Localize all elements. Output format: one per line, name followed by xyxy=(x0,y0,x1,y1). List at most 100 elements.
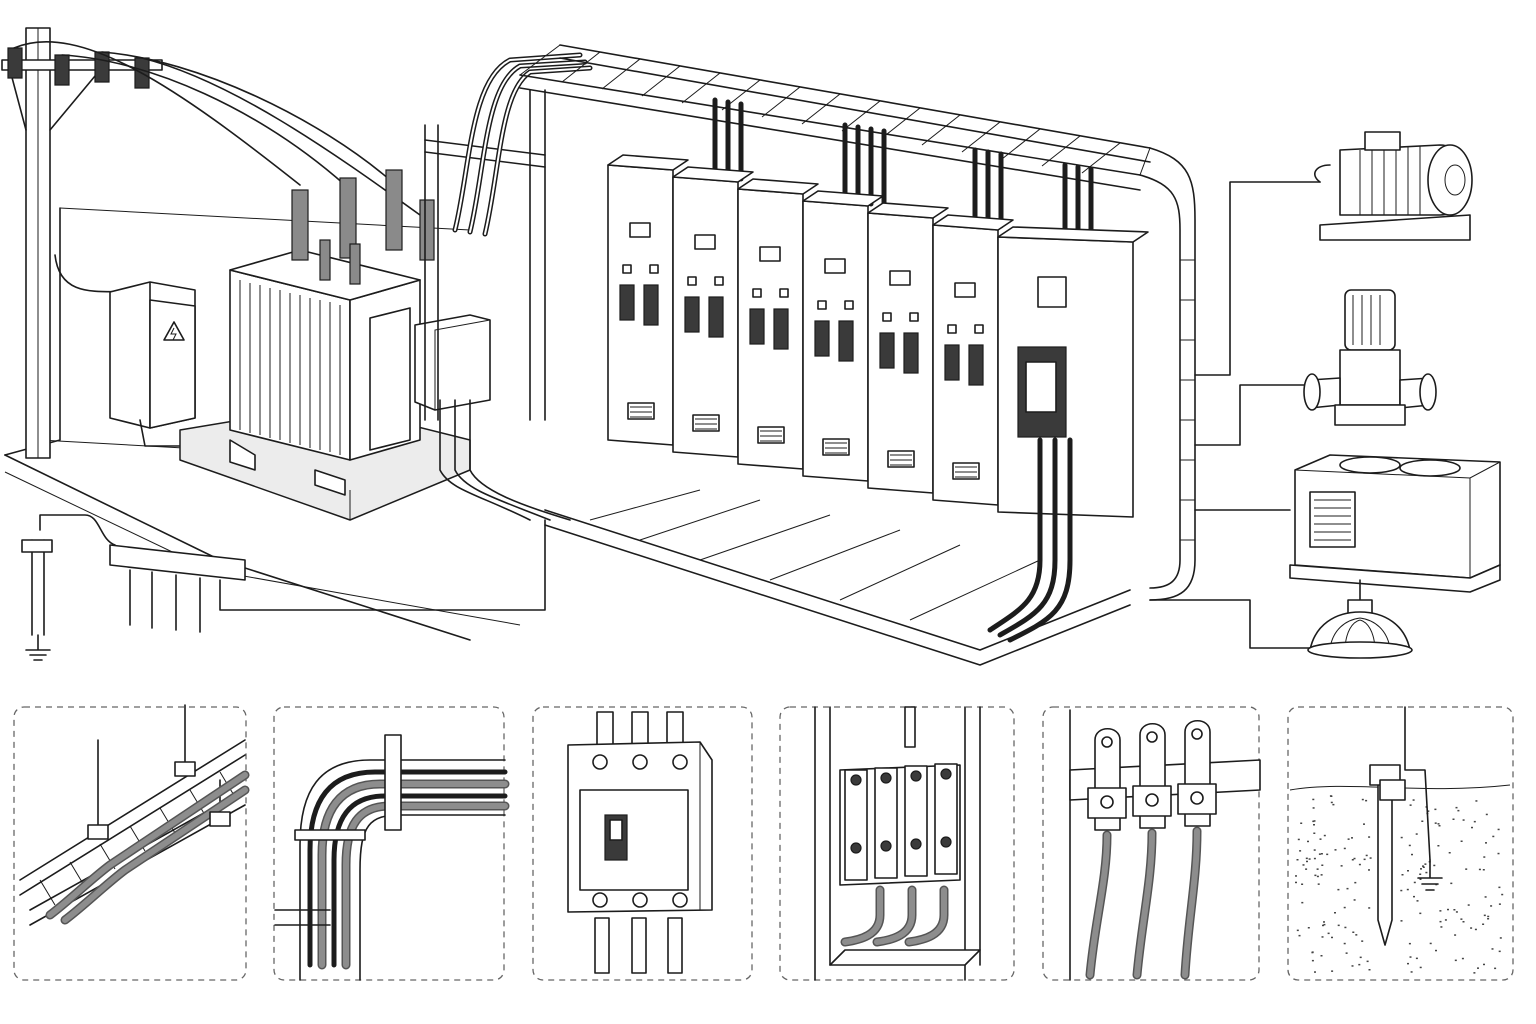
breaker-handle xyxy=(708,296,724,338)
soil-speck xyxy=(1368,869,1370,871)
soil-speck xyxy=(1434,822,1437,824)
soil-speck xyxy=(1473,972,1476,974)
main-meter xyxy=(1037,276,1067,308)
soil-speck xyxy=(1331,936,1333,939)
soil-speck xyxy=(1407,962,1409,965)
soil-speck xyxy=(1322,924,1324,927)
indicator-lamp xyxy=(974,324,984,334)
soil-speck xyxy=(1487,918,1490,920)
breaker-handle xyxy=(619,284,635,321)
soil-speck xyxy=(1460,918,1463,920)
vent-slats xyxy=(825,442,847,454)
soil-speck xyxy=(1420,868,1422,870)
cabinet-top xyxy=(997,226,1149,243)
soil-speck xyxy=(1422,866,1425,868)
breaker-handle xyxy=(879,332,895,369)
soil-speck xyxy=(1499,937,1502,939)
soil-speck xyxy=(1319,838,1322,840)
soil-speck xyxy=(1298,934,1301,937)
soil-speck xyxy=(1323,921,1325,923)
soil-speck xyxy=(1359,956,1362,959)
indicator-lamp xyxy=(909,312,919,322)
soil-speck xyxy=(1326,853,1329,856)
soil-speck xyxy=(1410,971,1413,973)
soil-speck xyxy=(1433,864,1436,867)
soil-speck xyxy=(1351,859,1354,861)
soil-speck xyxy=(1308,858,1311,860)
soil-speck xyxy=(1408,844,1411,847)
indicator-lamp xyxy=(844,300,854,310)
soil-speck xyxy=(1331,970,1334,972)
utility-pole-icon xyxy=(1,27,421,459)
soil-speck xyxy=(1452,818,1455,820)
breaker-handle xyxy=(814,320,830,357)
soil-speck xyxy=(1363,858,1366,861)
soil-speck xyxy=(1467,904,1470,906)
indicator-lamp xyxy=(687,276,697,286)
soil-speck xyxy=(1460,840,1463,842)
soil-speck xyxy=(1321,936,1324,938)
soil-speck xyxy=(1471,826,1473,829)
soil-speck xyxy=(1498,903,1501,905)
soil-speck xyxy=(1416,900,1419,902)
suspended-cable-tray-icon xyxy=(13,704,250,981)
soil-speck xyxy=(1320,874,1323,876)
soil-speck xyxy=(1498,950,1501,953)
soil-speck xyxy=(1297,838,1300,841)
busbar-terminations-icon xyxy=(779,706,1015,981)
soil-speck xyxy=(1330,801,1333,804)
soil-speck xyxy=(1434,808,1437,811)
soil-speck xyxy=(1408,942,1411,945)
soil-speck xyxy=(1409,804,1412,806)
soil-speck xyxy=(1498,886,1501,889)
soil-speck xyxy=(1487,915,1490,918)
soil-speck xyxy=(1419,878,1422,880)
soil-speck xyxy=(1306,860,1308,863)
soil-speck xyxy=(1301,883,1304,885)
soil-speck xyxy=(1354,881,1357,884)
soil-speck xyxy=(1314,874,1317,877)
soil-speck xyxy=(1311,951,1314,954)
soil-speck xyxy=(1411,853,1413,856)
soil-speck xyxy=(1346,887,1349,890)
soil-speck xyxy=(1478,868,1481,871)
soil-speck xyxy=(1358,963,1361,966)
soil-speck xyxy=(1296,929,1299,932)
soil-speck xyxy=(1327,932,1330,935)
soil-speck xyxy=(1321,864,1324,866)
soil-speck xyxy=(1473,820,1476,823)
soil-speckle xyxy=(1295,795,1504,974)
soil-speck xyxy=(1444,919,1447,921)
cabinet-meter xyxy=(629,222,651,238)
soil-speck xyxy=(1413,895,1415,898)
soil-speck xyxy=(1465,868,1468,870)
soil-speck xyxy=(1352,931,1355,933)
soil-speck xyxy=(1368,907,1371,909)
soil-speck xyxy=(1368,969,1371,971)
oil-transformer-icon xyxy=(179,169,471,521)
soil-speck xyxy=(1492,835,1495,838)
pole-insulators xyxy=(7,47,150,89)
soil-speck xyxy=(1437,845,1440,847)
soil-speck xyxy=(1305,857,1308,860)
soil-speck xyxy=(1494,967,1497,970)
soil-speck xyxy=(1353,899,1356,901)
soil-speck xyxy=(1320,853,1323,855)
soil-speck xyxy=(1484,896,1487,898)
indicator-lamp xyxy=(714,276,724,286)
soil-speck xyxy=(1419,966,1422,969)
soil-speck xyxy=(1400,920,1403,922)
indicator-lamp xyxy=(622,264,632,274)
soil-speck xyxy=(1343,942,1346,945)
load-feeders xyxy=(1149,181,1321,649)
soil-speck xyxy=(1368,836,1371,838)
soil-speck xyxy=(1461,957,1464,960)
soil-speck xyxy=(1440,926,1443,928)
soil-speck xyxy=(1363,823,1365,825)
soil-speck xyxy=(1501,893,1504,896)
soil-speck xyxy=(1337,888,1340,891)
soil-speck xyxy=(1415,833,1418,835)
soil-speck xyxy=(1413,881,1416,884)
molded-case-breaker-icon xyxy=(532,706,753,981)
soil-speck xyxy=(1491,948,1494,950)
